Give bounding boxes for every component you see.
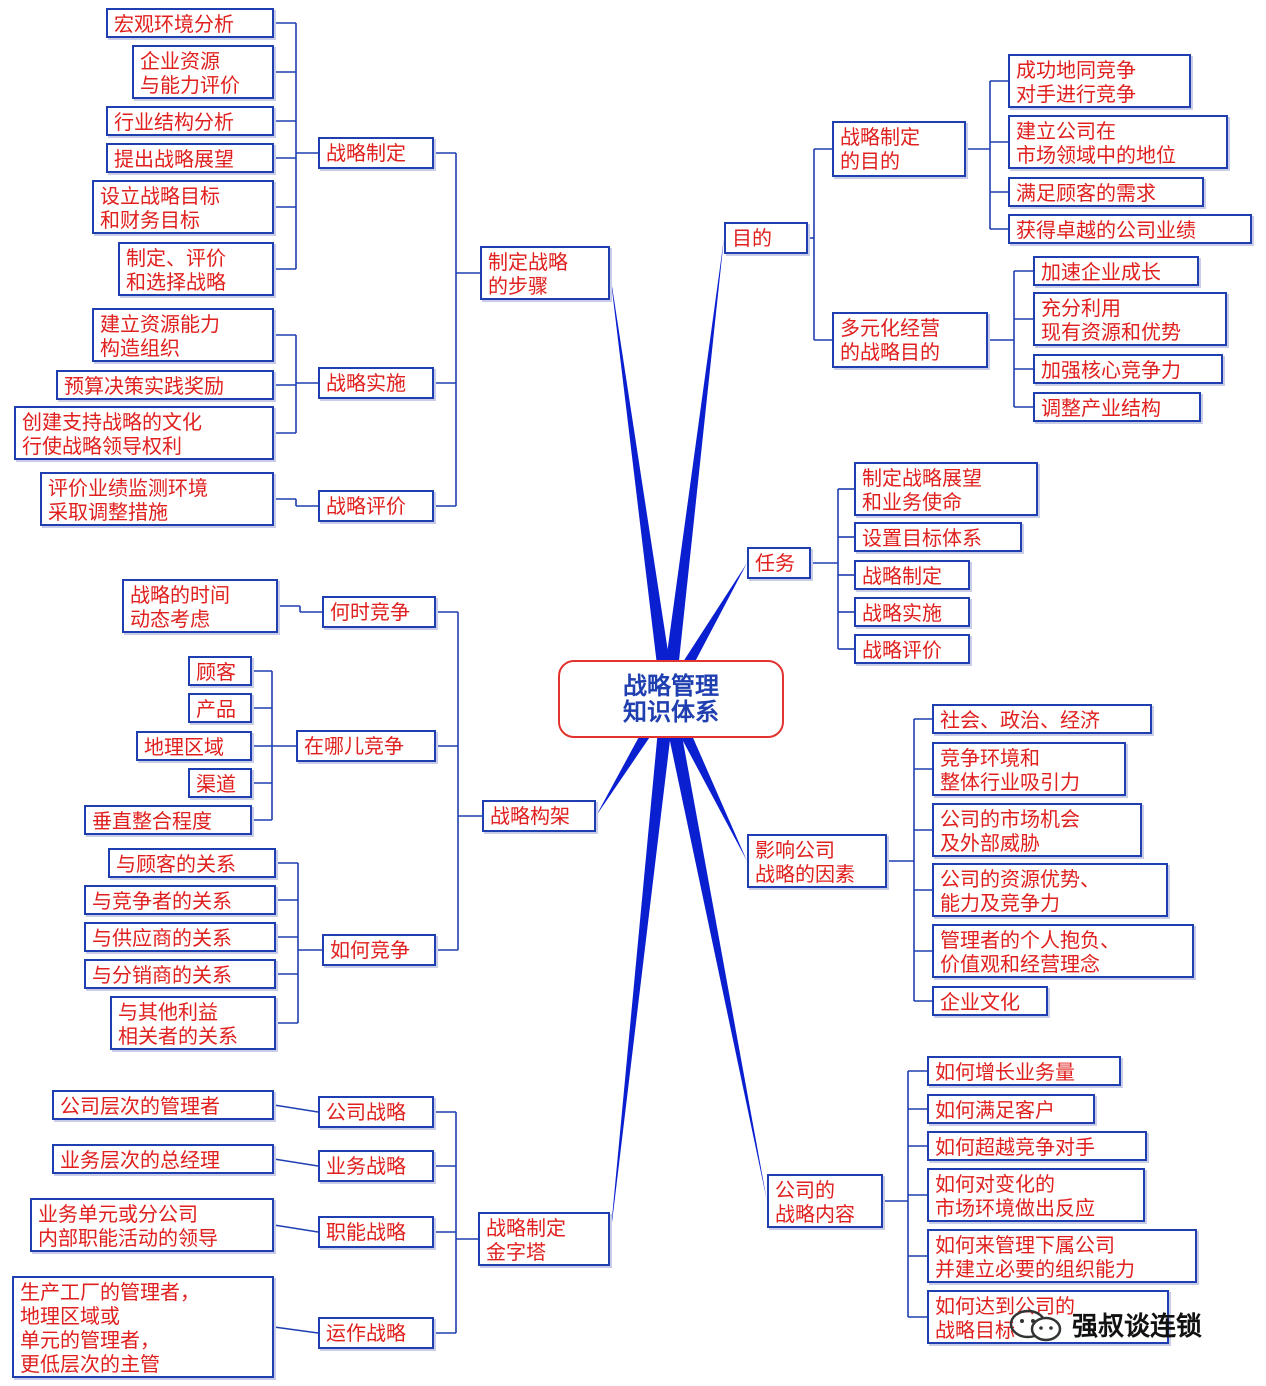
pyramid-level-operating: 运作战略	[318, 1317, 434, 1349]
how-item: 与其他利益 相关者的关系	[110, 996, 276, 1050]
node-diversification: 多元化经营 的战略目的	[832, 312, 988, 368]
how-item: 与分销商的关系	[84, 959, 276, 989]
where-item: 产品	[188, 693, 252, 723]
formulation-item: 行业结构分析	[106, 106, 274, 136]
node-evaluation: 战略评价	[318, 490, 434, 522]
formulation-item: 设立战略目标 和财务目标	[92, 180, 274, 234]
spoke	[661, 238, 724, 699]
goal-item: 满足顾客的需求	[1008, 177, 1204, 207]
content-item: 如何满足客户	[927, 1094, 1095, 1124]
factor-item: 企业文化	[932, 986, 1048, 1016]
node-strategy-framework: 战略构架	[482, 800, 596, 832]
when-item: 战略的时间 动态考虑	[122, 579, 278, 633]
pyramid-level-item: 生产工厂的管理者， 地理区域或 单元的管理者， 更低层次的主管	[12, 1276, 274, 1378]
goal-item: 获得卓越的公司业绩	[1008, 214, 1252, 244]
central-topic: 战略管理 知识体系	[558, 660, 784, 738]
how-item: 与竞争者的关系	[84, 885, 276, 915]
formulation-item: 制定、评价 和选择战略	[118, 242, 274, 296]
node-formulation: 战略制定	[318, 137, 434, 169]
diversification-item: 充分利用 现有资源和优势	[1033, 292, 1227, 346]
task-item: 战略实施	[854, 597, 970, 627]
diversification-item: 调整产业结构	[1033, 392, 1201, 422]
evaluation-item: 评价业绩监测环境 采取调整措施	[40, 472, 274, 526]
diversification-item: 加速企业成长	[1033, 256, 1199, 286]
where-item: 垂直整合程度	[84, 805, 252, 835]
watermark-text: 强叔谈连锁	[1072, 1312, 1203, 1342]
spoke	[661, 696, 767, 1201]
bracket-line	[273, 1104, 319, 1113]
pyramid-level-item: 业务单元或分公司 内部职能活动的领导	[30, 1198, 274, 1252]
spoke	[610, 273, 675, 699]
pyramid-level-corporate: 公司战略	[318, 1096, 434, 1128]
factor-item: 社会、政治、经济	[932, 704, 1152, 734]
goal-item: 建立公司在 市场领域中的地位	[1008, 115, 1228, 169]
node-implementation: 战略实施	[318, 367, 434, 399]
where-item: 顾客	[188, 656, 252, 686]
implementation-item: 创建支持战略的文化 行使战略领导权利	[14, 406, 274, 460]
bracket-line	[273, 1326, 319, 1334]
task-item: 设置目标体系	[854, 522, 1022, 552]
content-item: 如何增长业务量	[927, 1056, 1121, 1086]
node-where-compete: 在哪儿竞争	[296, 730, 436, 762]
where-item: 地理区域	[136, 731, 252, 761]
factor-item: 管理者的个人抱负、 价值观和经营理念	[932, 924, 1194, 978]
node-goal: 战略制定 的目的	[832, 121, 966, 177]
node-purpose: 目的	[724, 222, 808, 254]
node-strategy-steps: 制定战略 的步骤	[480, 246, 610, 300]
content-item: 如何对变化的 市场环境做出反应	[927, 1168, 1145, 1222]
task-item: 战略评价	[854, 634, 970, 664]
node-factors: 影响公司 战略的因素	[747, 834, 887, 888]
pyramid-level-business: 业务战略	[318, 1150, 434, 1182]
factor-item: 公司的市场机会 及外部威胁	[932, 803, 1142, 857]
formulation-item: 提出战略展望	[106, 143, 274, 173]
pyramid-level-item: 业务层次的总经理	[52, 1144, 274, 1174]
task-item: 战略制定	[854, 560, 970, 590]
how-item: 与顾客的关系	[108, 848, 276, 878]
implementation-item: 建立资源能力 构造组织	[92, 308, 274, 362]
factor-item: 公司的资源优势、 能力及竞争力	[932, 863, 1168, 917]
diversification-item: 加强核心竞争力	[1033, 354, 1223, 384]
node-strategy-content: 公司的 战略内容	[767, 1174, 883, 1228]
goal-item: 成功地同竞争 对手进行竞争	[1008, 54, 1191, 108]
node-when-compete: 何时竞争	[322, 596, 436, 628]
node-how-compete: 如何竞争	[322, 934, 436, 966]
bracket-line	[273, 1224, 319, 1233]
pyramid-level-functional: 职能战略	[318, 1216, 434, 1248]
implementation-item: 预算决策实践奖励	[56, 370, 274, 400]
task-item: 制定战略展望 和业务使命	[854, 462, 1038, 516]
pyramid-level-item: 公司层次的管理者	[52, 1090, 274, 1120]
factor-item: 竞争环境和 整体行业吸引力	[932, 742, 1126, 796]
formulation-item: 企业资源 与能力评价	[132, 45, 274, 99]
node-strategy-pyramid: 战略制定 金字塔	[478, 1212, 610, 1266]
bracket-line	[273, 1158, 319, 1167]
formulation-item: 宏观环境分析	[106, 8, 274, 38]
spoke	[610, 697, 675, 1239]
watermark: 强叔谈连锁	[1008, 1306, 1202, 1343]
node-tasks: 任务	[747, 547, 811, 579]
how-item: 与供应商的关系	[84, 922, 276, 952]
content-item: 如何超越竞争对手	[927, 1131, 1147, 1161]
wechat-icon	[1009, 1309, 1062, 1341]
where-item: 渠道	[188, 768, 252, 798]
content-item: 如何来管理下属公司 并建立必要的组织能力	[927, 1229, 1197, 1283]
